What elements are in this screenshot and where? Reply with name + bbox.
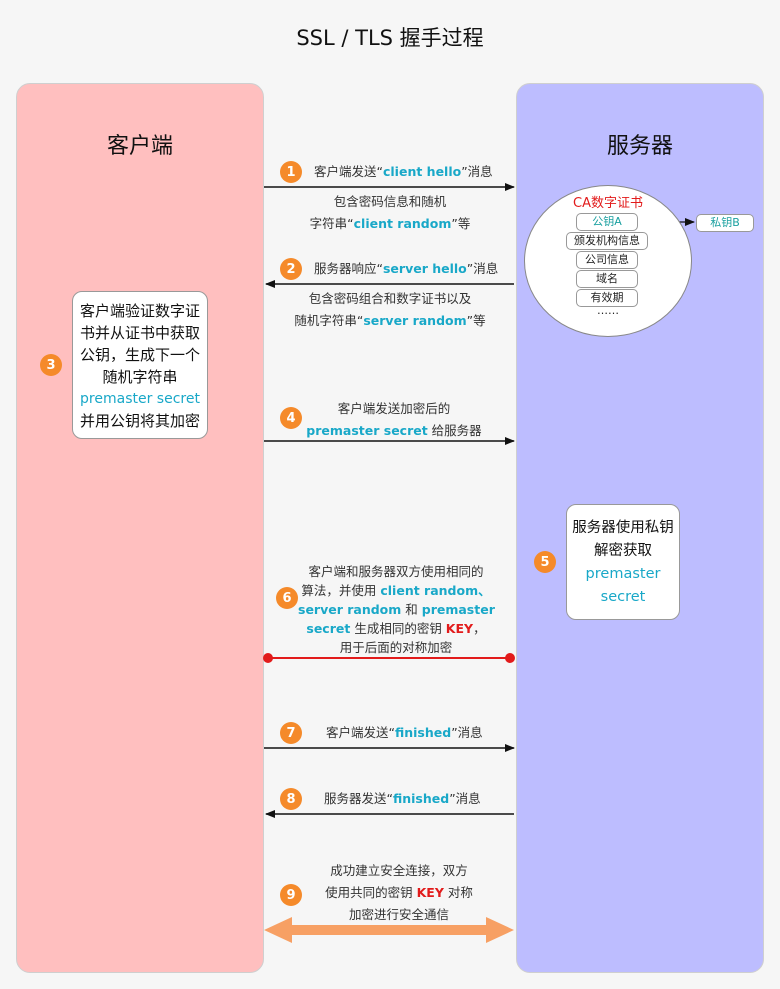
step4-text-end: 给服务器 — [427, 423, 482, 438]
step2-detail-highlight: server random — [363, 313, 467, 328]
step7-label: 客户端发送“finished”消息 — [326, 722, 483, 744]
step4-highlight: premaster secret — [306, 423, 428, 438]
ca-certificate-title: CA数字证书 — [573, 196, 643, 211]
step7-highlight: finished — [394, 725, 452, 740]
step2-text: 服务器响应“ — [314, 261, 383, 276]
step3-line1: 客户端验证数字证 — [79, 302, 200, 320]
step1-detail-line2: 字符串“client random”等 — [290, 213, 490, 235]
step1-detail-text: 字符串“ — [309, 216, 354, 231]
step4-line2: premaster secret 给服务器 — [294, 420, 494, 442]
step8-badge: 8 — [280, 788, 302, 810]
step7-text-end: ”消息 — [451, 725, 483, 740]
step9-badge: 9 — [280, 884, 302, 906]
step9-key: KEY — [416, 885, 444, 900]
dot-step6-client — [263, 653, 273, 663]
private-key-b: 私钥B — [696, 214, 754, 232]
step3-premaster-secret: premaster secret — [80, 391, 200, 407]
step2-highlight: server hello — [382, 261, 467, 276]
step1-badge: 1 — [280, 161, 302, 183]
step7-badge: 7 — [280, 722, 302, 744]
step6-line4-end: ， — [473, 621, 486, 636]
step6-key: KEY — [445, 621, 474, 636]
step6-secret: secret — [306, 621, 351, 636]
step5-line2: 解密获取 — [594, 543, 652, 559]
server-lane-title: 服务器 — [606, 134, 673, 159]
step1-detail-line1: 包含密码信息和随机 — [333, 194, 447, 209]
step9-line2-end: 对称 — [443, 885, 473, 900]
step8-text: 服务器发送“ — [324, 791, 393, 806]
cert-item-public-key: 公钥A — [576, 213, 638, 231]
step6-server-random: server random — [298, 602, 402, 617]
step6-line5: 用于后面的对称加密 — [339, 640, 453, 655]
step2-text-end: ”消息 — [466, 261, 499, 276]
step7-text: 客户端发送“ — [326, 725, 395, 740]
step9-line2-text: 使用共同的密钥 — [325, 885, 417, 900]
step1-detail: 包含密码信息和随机 字符串“client random”等 — [290, 191, 490, 235]
step3-line6: 并用公钥将其加密 — [79, 412, 200, 430]
step2-label: 服务器响应“server hello”消息 — [314, 258, 498, 280]
step9-label: 成功建立安全连接，双方 使用共同的密钥 KEY 对称 加密进行安全通信 — [306, 860, 492, 926]
step8-label: 服务器发送“finished”消息 — [324, 788, 481, 810]
step5-box: 服务器使用私钥 解密获取 premaster secret — [566, 504, 680, 620]
step2-detail: 包含密码组合和数字证书以及 随机字符串“server random”等 — [290, 288, 490, 332]
step3-box: 客户端验证数字证 书并从证书中获取 公钥，生成下一个 随机字符串 premast… — [72, 291, 208, 439]
step6-line4: secret 生成相同的密钥 KEY， — [298, 619, 494, 638]
step6-line2-text: 算法，并使用 — [301, 583, 381, 598]
step5-premaster: premaster — [585, 566, 661, 582]
step2-detail-text: 随机字符串“ — [294, 313, 364, 328]
step6-line3: server random 和 premaster — [298, 600, 495, 619]
arrow-step9-bidirectional — [264, 917, 514, 943]
step4-label: 客户端发送加密后的 premaster secret 给服务器 — [294, 398, 494, 442]
client-lane-title: 客户端 — [106, 134, 173, 159]
step6-line4-text: 生成相同的密钥 — [350, 621, 446, 636]
step6-label: 客户端和服务器双方使用相同的 算法，并使用 client random、 ser… — [298, 562, 495, 657]
step6-badge: 6 — [276, 587, 298, 609]
step2-detail-line1: 包含密码组合和数字证书以及 — [308, 291, 472, 306]
step1-label: 客户端发送“client hello”消息 — [314, 161, 493, 183]
cert-item-domain: 域名 — [576, 270, 638, 288]
diagram-title: SSL / TLS 握手过程 — [296, 26, 484, 50]
dot-step6-server — [505, 653, 515, 663]
step5-badge: 5 — [534, 551, 556, 573]
step3-badge: 3 — [40, 354, 62, 376]
step1-highlight: client hello — [382, 164, 462, 179]
step1-detail-end: ”等 — [451, 216, 471, 231]
cert-item-company: 公司信息 — [576, 251, 638, 269]
step5-secret: secret — [600, 589, 646, 605]
step3-line4: 随机字符串 — [102, 368, 178, 386]
step9-line1: 成功建立安全连接，双方 — [330, 863, 468, 878]
step1-text-end: ”消息 — [461, 164, 493, 179]
cert-ellipsis: …… — [597, 304, 619, 317]
step6-line2: 算法，并使用 client random、 — [298, 581, 494, 600]
step6-and: 和 — [401, 602, 422, 617]
step6-line1: 客户端和服务器双方使用相同的 — [308, 564, 484, 579]
step5-line1: 服务器使用私钥 — [572, 520, 674, 536]
client-lane — [16, 83, 264, 973]
step9-line2: 使用共同的密钥 KEY 对称 — [306, 882, 492, 904]
step1-detail-highlight: client random — [353, 216, 452, 231]
step2-badge: 2 — [280, 258, 302, 280]
step6-client-random: client random、 — [380, 583, 491, 598]
step3-line2: 书并从证书中获取 — [79, 324, 200, 342]
step1-text: 客户端发送“ — [314, 164, 383, 179]
step2-detail-line2: 随机字符串“server random”等 — [290, 310, 490, 332]
step4-badge: 4 — [280, 407, 302, 429]
step8-highlight: finished — [392, 791, 450, 806]
cert-item-validity: 有效期 — [576, 289, 638, 307]
cert-item-issuer: 颁发机构信息 — [566, 232, 648, 250]
step6-premaster: premaster — [421, 602, 495, 617]
step8-text-end: ”消息 — [449, 791, 481, 806]
step3-line3: 公钥，生成下一个 — [79, 346, 200, 364]
step4-line1: 客户端发送加密后的 — [337, 401, 451, 416]
step2-detail-end: ”等 — [466, 313, 486, 328]
step9-line3: 加密进行安全通信 — [348, 907, 449, 922]
